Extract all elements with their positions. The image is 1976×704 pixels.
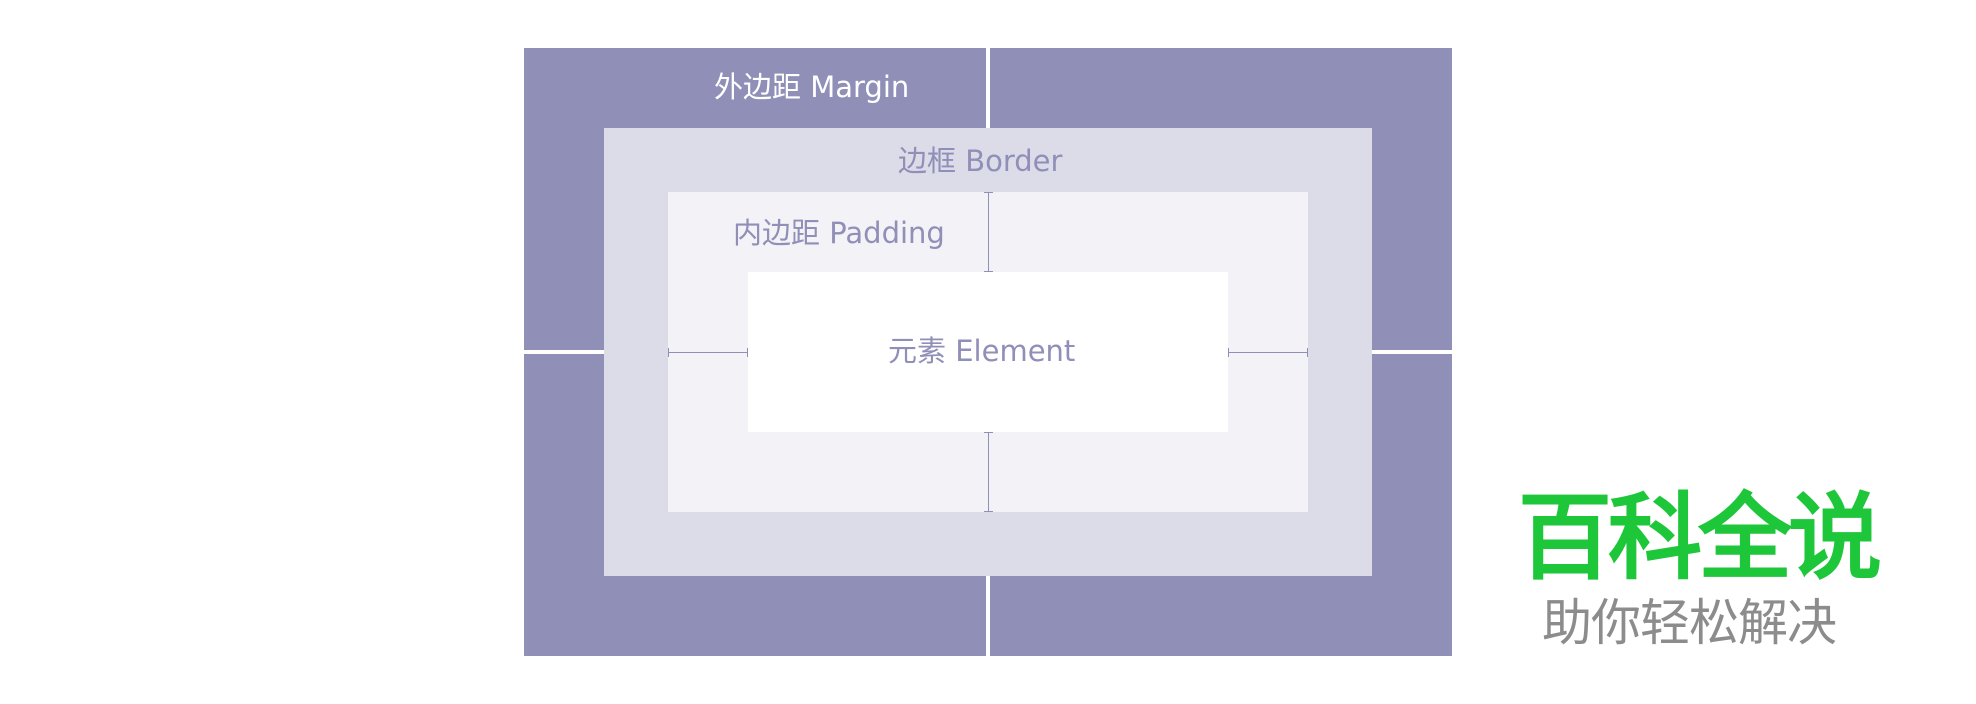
- padding-top-cap-end: [984, 271, 993, 272]
- margin-split-left: [524, 350, 604, 354]
- padding-bottom-cap-start: [984, 432, 993, 433]
- padding-right-cap-end: [1307, 348, 1308, 357]
- padding-bottom-cap-end: [984, 511, 993, 512]
- margin-split-top: [986, 48, 990, 128]
- padding-top-dimension: [988, 192, 989, 272]
- padding-left-dimension: [668, 352, 748, 353]
- element-box: [748, 272, 1228, 432]
- padding-top-cap-start: [984, 192, 993, 193]
- padding-right-dimension: [1228, 352, 1308, 353]
- border-label: 边框 Border: [898, 144, 1063, 178]
- margin-split-bottom: [986, 576, 990, 656]
- padding-left-cap-end: [747, 348, 748, 357]
- padding-left-cap-start: [668, 348, 669, 357]
- padding-right-cap-start: [1228, 348, 1229, 357]
- watermark-title: 百科全说: [1518, 484, 1882, 593]
- element-label: 元素 Element: [888, 334, 1076, 368]
- padding-bottom-dimension: [988, 432, 989, 512]
- padding-label: 内边距 Padding: [733, 216, 945, 250]
- margin-label: 外边距 Margin: [714, 70, 910, 104]
- margin-split-right: [1372, 350, 1452, 354]
- watermark-subtitle: 助你轻松解决: [1542, 594, 1837, 652]
